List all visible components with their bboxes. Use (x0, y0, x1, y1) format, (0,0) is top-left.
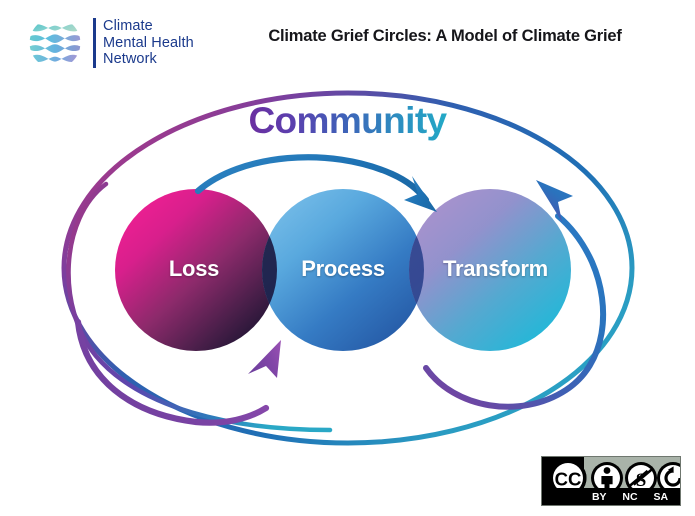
logo-wordmark-line-3: Network (103, 51, 157, 68)
community-inner-arc (66, 181, 333, 433)
logo-wordmark: Climate Mental Health Network (103, 18, 194, 68)
circle-process (262, 189, 424, 351)
cc-logo-icon-overlay: CC (549, 459, 587, 497)
cc-term-by: BY (591, 490, 607, 503)
logo-wordmark-line-2: Mental Health (103, 34, 194, 51)
logo-divider (93, 18, 96, 68)
cc-by-person-icon (591, 462, 623, 494)
climate-mental-health-network-sphere-logo-icon (29, 24, 81, 62)
cc-term-sa: SA (653, 490, 669, 503)
diagram-canvas (61, 90, 635, 446)
cc-term-nc: NC (622, 490, 638, 503)
brand-logo: Climate Mental Health Network (24, 12, 194, 74)
arrow-transform-loop-right (423, 180, 607, 410)
creative-commons-by-nc-sa-badge[interactable]: CC S (541, 456, 689, 506)
svg-text:CC: CC (555, 469, 582, 490)
cc-nc-no-commercial-icon: S (625, 462, 657, 494)
logo-wordmark-line-1: Climate (103, 18, 153, 35)
page-header: Climate Mental Health Network Climate Gr… (0, 0, 695, 90)
arrow-process-to-loss-bottom (74, 318, 281, 426)
circle-transform (409, 189, 571, 351)
page-title: Climate Grief Circles: A Model of Climat… (268, 27, 622, 45)
cc-badge-term-strip (542, 488, 680, 505)
community-outer-ellipse (61, 90, 635, 446)
cc-badge-terms: BY NC SA (584, 489, 676, 504)
svg-text:S: S (636, 470, 647, 491)
cc-badge-icons-overlay: CC (549, 459, 587, 497)
circle-loss (115, 189, 277, 351)
arrow-loss-to-transform-top (194, 154, 437, 212)
climate-grief-circles-diagram (0, 78, 695, 450)
